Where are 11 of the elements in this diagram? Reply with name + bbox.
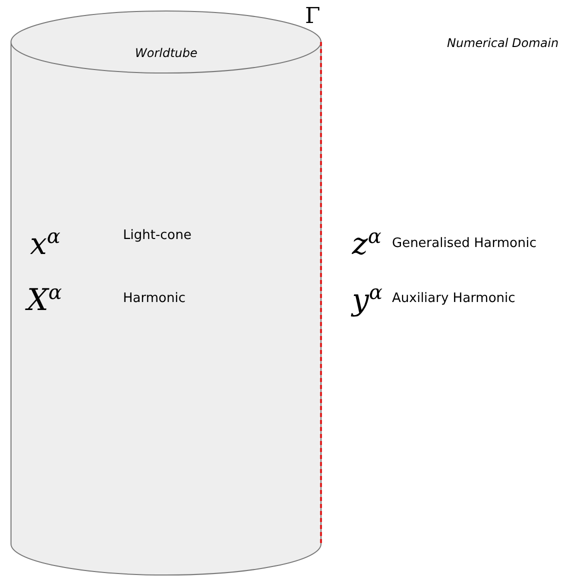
boundary-symbol: Γ: [305, 6, 320, 28]
coordinate-symbol: X$^{α}$: [27, 282, 62, 316]
coordinate-symbol: x$^{α}$: [30, 226, 60, 260]
coordinate-name: Auxiliary Harmonic: [392, 291, 516, 306]
coordinate-name: Harmonic: [123, 291, 186, 306]
coordinate-symbol: z$^{α}$: [352, 226, 382, 260]
coordinate-symbol: y$^{α}$: [352, 282, 382, 316]
region-label: Numerical Domain: [447, 36, 559, 50]
coordinate-name: Generalised Harmonic: [392, 236, 536, 251]
region-label: Worldtube: [135, 46, 198, 60]
coordinate-name: Light-cone: [123, 228, 192, 243]
